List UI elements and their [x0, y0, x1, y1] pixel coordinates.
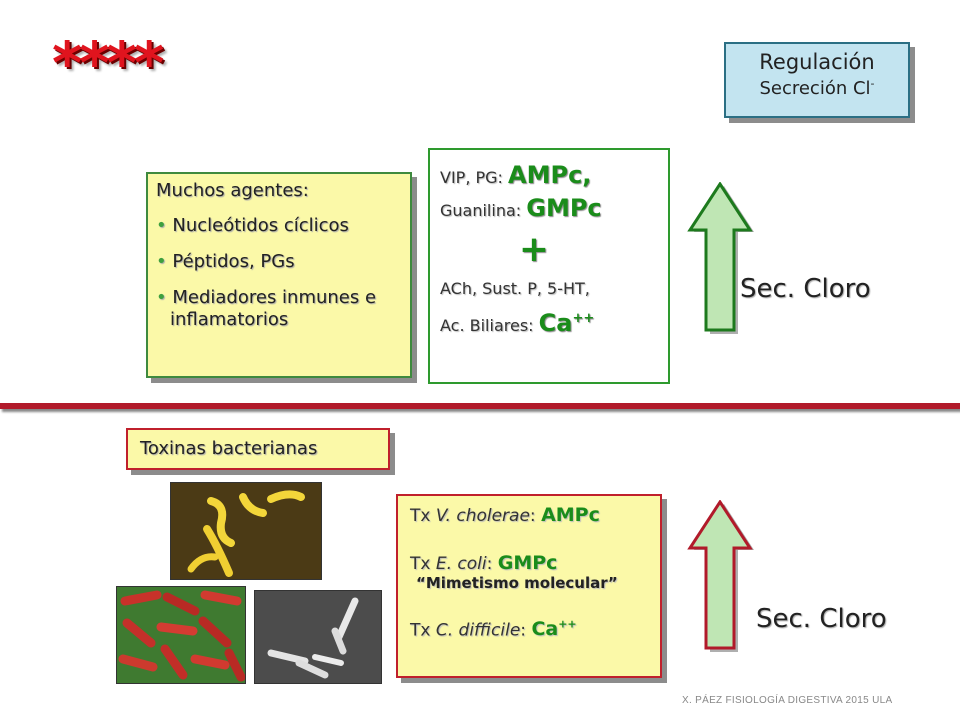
toxin-mechanisms-box: Tx V. cholerae: AMPc Tx E. coli: GMPc “M… — [396, 494, 662, 678]
agents-item: • Nucleótidos cíclicos — [156, 215, 349, 236]
mechanism-line-guanilina: Guanilina: GMPc — [440, 194, 602, 222]
stars-title: **** — [52, 29, 164, 97]
plus-sign: + — [518, 229, 550, 270]
mechanism-line-ach: ACh, Sust. P, 5-HT, — [440, 279, 590, 298]
section-divider — [0, 403, 960, 409]
tx-coli: Tx E. coli: GMPc — [410, 552, 558, 574]
agents-box: Muchos agentes: • Nucleótidos cíclicos •… — [146, 172, 412, 378]
mechanisms-box: VIP, PG: AMPc, Guanilina: GMPc + ACh, Su… — [428, 148, 670, 384]
agents-item: • Péptidos, PGs — [156, 251, 295, 272]
mechanism-line-biliares: Ac. Biliares: Ca++ — [440, 309, 595, 337]
footer-credit: X. PÁEZ FISIOLOGÍA DIGESTIVA 2015 ULA — [682, 695, 893, 706]
tx-cholerae: Tx V. cholerae: AMPc — [410, 504, 600, 526]
agents-heading: Muchos agentes: — [156, 180, 309, 201]
mechanism-line-vip: VIP, PG: AMPc, — [440, 161, 592, 189]
ecoli-photo — [116, 586, 246, 684]
vibrio-photo-drawing — [171, 483, 321, 579]
bottom-sec-cloro-label: Sec. Cloro — [756, 604, 887, 634]
toxins-tag: Toxinas bacterianas — [126, 428, 390, 470]
cdifficile-photo-drawing — [255, 591, 381, 683]
top-sec-cloro-label: Sec. Cloro — [740, 274, 871, 304]
regulation-title: Regulación — [759, 50, 875, 74]
up-arrow-icon — [687, 500, 754, 652]
regulation-subtitle: Secreción Cl- — [759, 77, 875, 99]
up-arrow-icon — [687, 182, 754, 334]
ecoli-photo-drawing — [117, 587, 245, 683]
mimicry-label: “Mimetismo molecular” — [416, 574, 618, 592]
regulation-box: Regulación Secreción Cl- — [724, 42, 910, 118]
agents-item: • Mediadores inmunes e inflamatorios — [156, 287, 377, 330]
tx-difficile: Tx C. difficile: Ca++ — [410, 618, 577, 641]
cdifficile-photo — [254, 590, 382, 684]
vibrio-photo — [170, 482, 322, 580]
